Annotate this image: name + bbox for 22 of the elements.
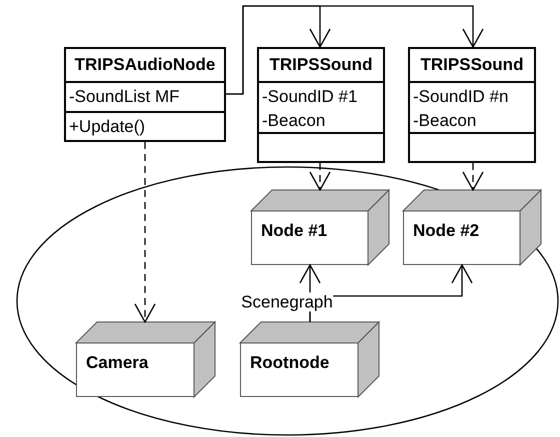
dashed-arrow: [134, 142, 156, 323]
node-label: Node #1: [261, 221, 328, 241]
attribute-text: -SoundID #1: [262, 86, 358, 108]
class-box: [257, 47, 385, 163]
attribute-text: -SoundID #n: [413, 86, 510, 108]
node-label: Rootnode: [250, 353, 330, 373]
node-label: Node #2: [413, 221, 480, 241]
class-box: [408, 47, 536, 163]
attribute-text: -SoundList MF: [69, 86, 181, 108]
class-box: [64, 47, 226, 142]
class-name: TRIPSSound: [420, 54, 524, 76]
dashed-arrow: [309, 163, 331, 191]
arrow: [226, 5, 484, 95]
class-name: TRIPSSound: [268, 54, 374, 76]
dashed-arrow: [462, 163, 484, 191]
scene-ellipse: [16, 166, 559, 436]
operation-text: +Update(): [69, 116, 146, 138]
node-label: Camera: [86, 353, 148, 373]
attribute-text: -Beacon: [262, 110, 326, 132]
attribute-text: -Beacon: [413, 110, 478, 132]
class-name: TRIPSAudioNode: [74, 54, 216, 76]
edge-label: Scenegraph: [241, 292, 333, 312]
